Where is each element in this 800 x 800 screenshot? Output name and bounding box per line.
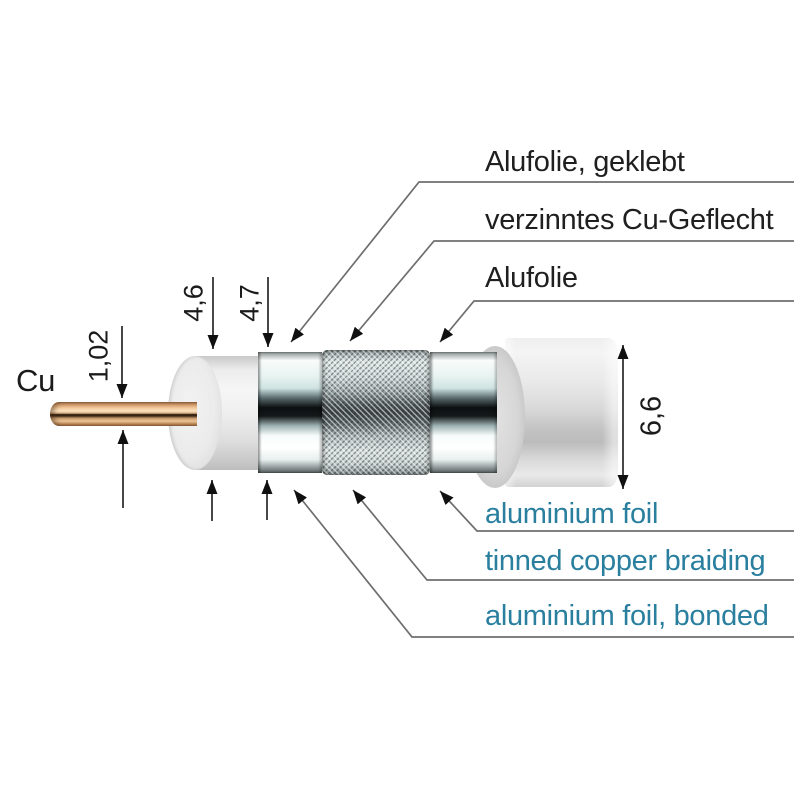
callout-aluminium-foil-bonded: aluminium foil, bonded [485, 600, 769, 632]
callout-verzinntes-cu-geflecht: verzinntes Cu-Geflecht [485, 204, 774, 236]
dimension-conductor-1-02: 1,02 [83, 329, 114, 383]
callout-tinned-copper-braiding: tinned copper braiding [485, 545, 766, 577]
outer-aluminium-foil [430, 352, 497, 473]
inner-aluminium-foil [258, 352, 322, 473]
callout-alufolie: Alufolie [485, 262, 578, 294]
dimension-dielectric-4-6: 4,6 [178, 284, 209, 322]
center-conductor [50, 402, 197, 426]
copper-braid [322, 350, 430, 475]
dimension-jacket-6-6: 6,6 [635, 395, 668, 437]
callout-alufolie-geklebt: Alufolie, geklebt [485, 146, 685, 178]
callout-aluminium-foil: aluminium foil [485, 498, 659, 530]
conductor-material-label: Cu [16, 363, 56, 398]
dimension-inner-foil-4-7: 4,7 [234, 284, 265, 322]
